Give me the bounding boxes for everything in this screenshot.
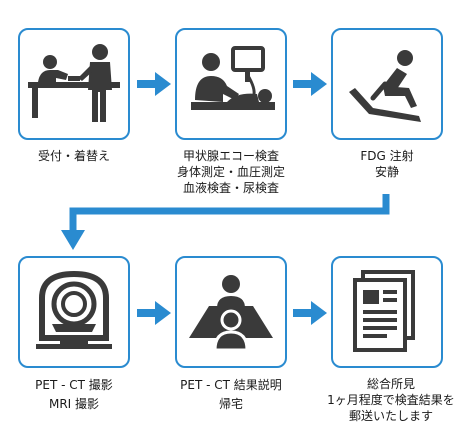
step-label-result-explanation: PET - CT 結果説明 帰宅: [160, 376, 302, 414]
step-label-line: MRI 撮影: [48, 397, 100, 411]
step-box-reception: [18, 28, 130, 140]
step-label-line: 郵送いたします: [348, 409, 433, 423]
reception-icon: [28, 44, 120, 122]
report-document-icon: [353, 270, 415, 352]
step-box-report: [331, 256, 443, 368]
step-box-result-explanation: [175, 256, 287, 368]
step-label-line: PET - CT 結果説明: [180, 378, 282, 392]
arrow-right-icon: [293, 72, 327, 96]
step-label-reception: 受付・着替え: [14, 148, 134, 164]
step-label-line: FDG 注射: [360, 149, 414, 163]
step-label-line: 受付・着替え: [37, 149, 110, 163]
step-label-line: 1ヶ月程度で検査結果を: [327, 393, 455, 407]
step-label-line: 帰宅: [218, 397, 243, 411]
step-label-line: 身体測定・血圧測定: [176, 165, 285, 179]
step-label-line: 甲状腺エコー検査: [182, 149, 279, 163]
reclining-rest-icon: [349, 50, 421, 122]
step-label-line: PET - CT 撮影: [35, 378, 113, 392]
arrow-right-icon: [293, 301, 327, 325]
step-label-line: 総合所見: [366, 377, 415, 391]
step-label-ultrasound: 甲状腺エコー検査 身体測定・血圧測定 血液検査・尿検査: [156, 148, 306, 196]
step-box-fdg-injection: [331, 28, 443, 140]
step-box-ultrasound: [175, 28, 287, 140]
step-label-report: 総合所見 1ヶ月程度で検査結果を 郵送いたします: [316, 376, 466, 424]
step-label-fdg-injection: FDG 注射 安静: [327, 148, 447, 180]
step-label-pet-ct: PET - CT 撮影 MRI 撮影: [6, 376, 142, 414]
consultation-icon: [189, 275, 273, 352]
arrow-right-icon: [137, 301, 171, 325]
pet-ct-scanner-icon: [36, 270, 112, 349]
step-label-line: 安静: [374, 165, 399, 179]
arrow-right-icon: [137, 72, 171, 96]
ultrasound-exam-icon: [191, 46, 275, 110]
step-box-pet-ct: [18, 256, 130, 368]
step-label-line: 血液検査・尿検査: [182, 181, 279, 195]
